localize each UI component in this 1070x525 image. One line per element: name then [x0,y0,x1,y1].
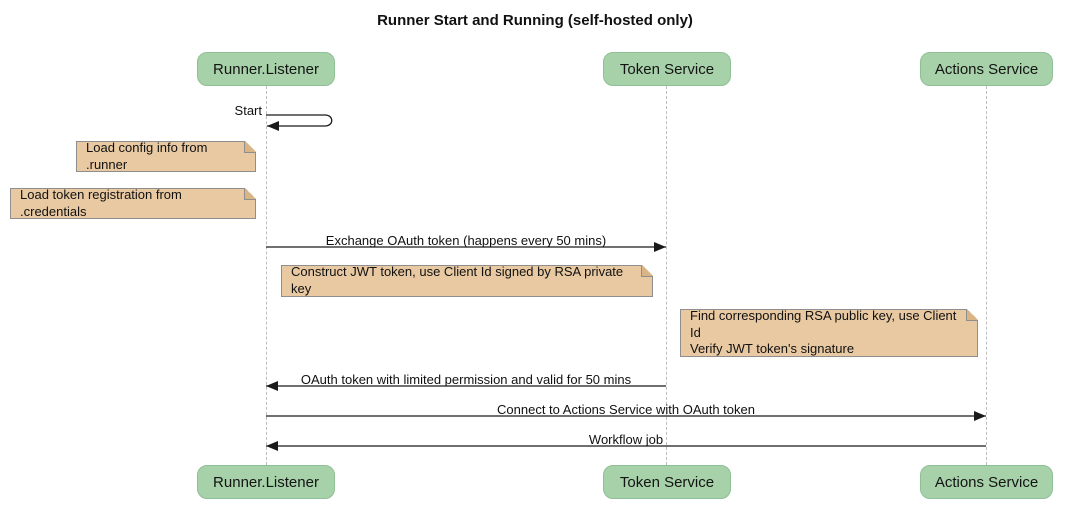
participant-actions-service-bottom: Actions Service [920,465,1053,499]
arrow-start-self [266,114,333,131]
label-workflow-job: Workflow job [588,432,664,447]
label-oauth-return: OAuth token with limited permission and … [300,372,632,387]
label-start-message: Start [234,103,262,118]
lifeline-runner-listener [266,86,267,465]
note-verify-jwt: Find corresponding RSA public key, use C… [680,308,978,357]
participant-token-service-top: Token Service [603,52,731,86]
participant-runner-listener-top: Runner.Listener [197,52,335,86]
label-connect: Connect to Actions Service with OAuth to… [497,402,755,417]
participant-token-service-bottom: Token Service [603,465,731,499]
diagram-title: Runner Start and Running (self-hosted on… [377,12,693,29]
participant-runner-listener-bottom: Runner.Listener [197,465,335,499]
label-exchange-token: Exchange OAuth token (happens every 50 m… [325,233,607,248]
note-construct-jwt: Construct JWT token, use Client Id signe… [281,264,653,297]
participant-actions-service-top: Actions Service [920,52,1053,86]
lifeline-token-service [666,86,667,465]
note-load-token-registration: Load token registration from .credential… [10,187,256,219]
note-load-config: Load config info from .runner [76,140,256,172]
lifeline-actions-service [986,86,987,465]
